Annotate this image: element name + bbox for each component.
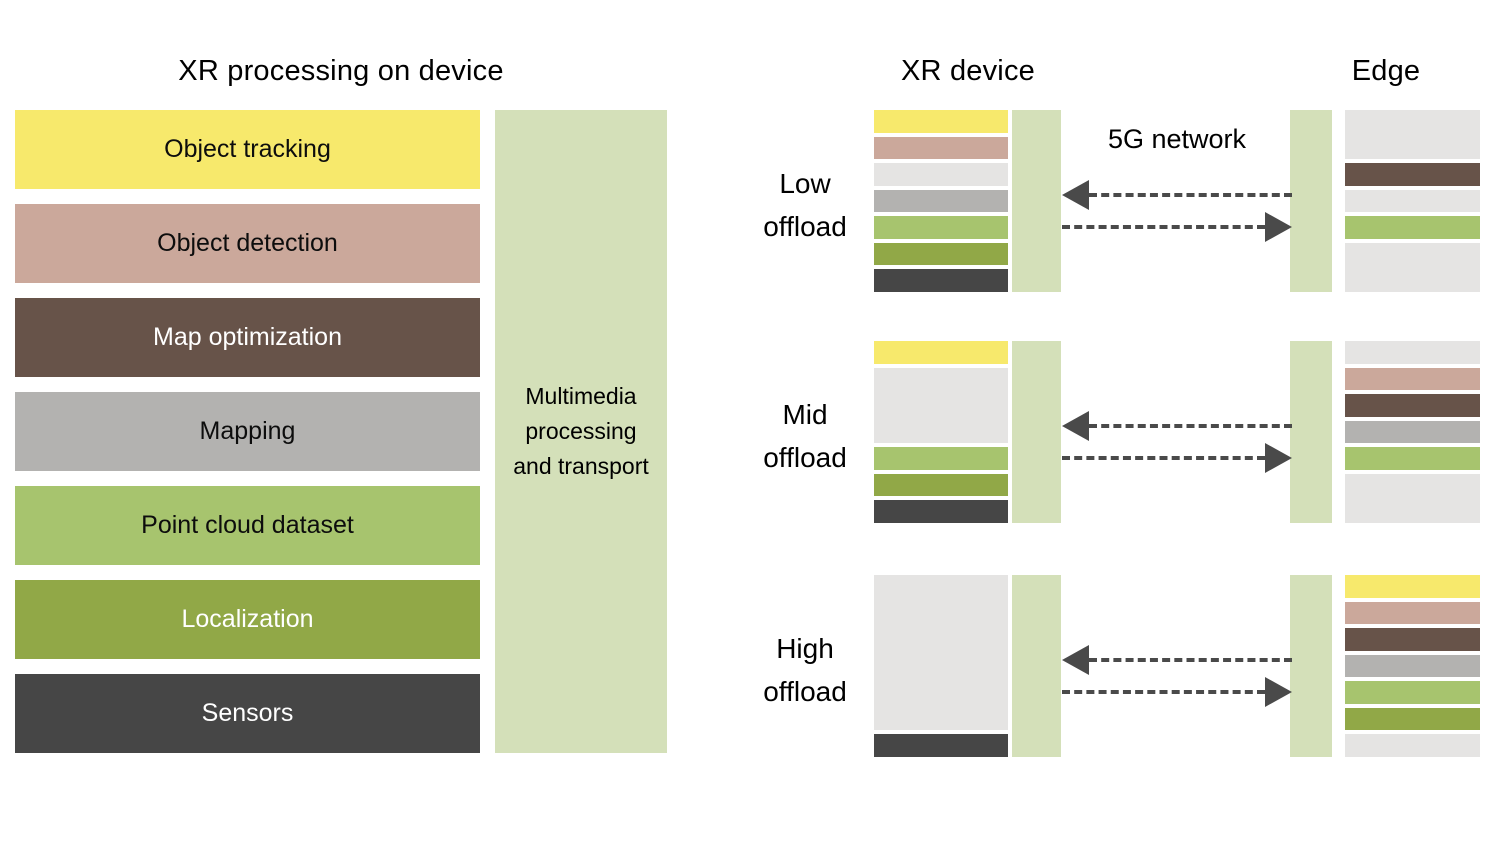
task-label-object-tracking: Object tracking bbox=[164, 135, 331, 163]
multimedia-processing-label: Multimedia processing and transport bbox=[513, 383, 649, 479]
dashed-line bbox=[1089, 424, 1292, 428]
low-offload-device-slot-empty bbox=[874, 163, 1008, 186]
mid-offload-device-slot-sensors bbox=[874, 500, 1008, 523]
task-bar-map-optimization: Map optimization bbox=[15, 298, 480, 377]
mid-offload-edge-slot-point-cloud-dataset bbox=[1345, 447, 1480, 470]
low-offload-device-slot-localization bbox=[874, 242, 1008, 265]
high-offload-edge-slot-object-tracking bbox=[1345, 575, 1480, 598]
high-offload-arrow-to-edge bbox=[1062, 676, 1292, 708]
arrowhead-right-icon bbox=[1265, 212, 1292, 242]
task-label-map-optimization: Map optimization bbox=[153, 323, 342, 351]
low-offload-arrow-to-device bbox=[1062, 179, 1292, 211]
task-bar-point-cloud-dataset: Point cloud dataset bbox=[15, 486, 480, 565]
mid-offload-arrow-to-edge bbox=[1062, 442, 1292, 474]
mid-offload-edge-slot-mapping bbox=[1345, 420, 1480, 443]
low-offload-edge-slot-empty bbox=[1345, 242, 1480, 292]
task-bar-sensors: Sensors bbox=[15, 674, 480, 753]
scenario-label-mid-offload: Mid offload bbox=[725, 386, 885, 486]
low-offload-edge-slot-empty bbox=[1345, 110, 1480, 159]
task-label-point-cloud-dataset: Point cloud dataset bbox=[141, 511, 354, 539]
mid-offload-edge-transport-bar bbox=[1290, 341, 1332, 523]
low-offload-device-slot-object-detection bbox=[874, 136, 1008, 159]
high-offload-edge-slot-object-detection bbox=[1345, 601, 1480, 624]
high-offload-edge-slot-map-optimization bbox=[1345, 628, 1480, 651]
dashed-line bbox=[1089, 658, 1292, 662]
task-bar-object-tracking: Object tracking bbox=[15, 110, 480, 189]
mid-offload-arrow-to-device bbox=[1062, 410, 1292, 442]
high-offload-edge-slot-point-cloud-dataset bbox=[1345, 681, 1480, 704]
scenario-label-text: Mid offload bbox=[763, 399, 847, 473]
high-offload-edge-slot-mapping bbox=[1345, 654, 1480, 677]
scenario-label-text: Low offload bbox=[763, 168, 847, 242]
low-offload-edge-transport-bar bbox=[1290, 110, 1332, 292]
high-offload-device-slot-empty bbox=[874, 575, 1008, 730]
arrowhead-right-icon bbox=[1265, 677, 1292, 707]
scenario-label-high-offload: High offload bbox=[725, 620, 885, 720]
xr-device-title: XR device bbox=[901, 55, 1035, 87]
scenario-label-low-offload: Low offload bbox=[725, 155, 885, 255]
high-offload-edge-slot-empty bbox=[1345, 734, 1480, 757]
mid-offload-edge-slot-empty bbox=[1345, 473, 1480, 523]
low-offload-device-slot-point-cloud-dataset bbox=[874, 216, 1008, 239]
arrowhead-left-icon bbox=[1062, 645, 1089, 675]
arrowhead-left-icon bbox=[1062, 180, 1089, 210]
low-offload-device-slot-sensors bbox=[874, 269, 1008, 292]
high-offload-edge-slot-localization bbox=[1345, 707, 1480, 730]
low-offload-edge-slot-point-cloud-dataset bbox=[1345, 216, 1480, 239]
arrowhead-right-icon bbox=[1265, 443, 1292, 473]
task-label-mapping: Mapping bbox=[199, 417, 296, 445]
mid-offload-edge-slot-object-detection bbox=[1345, 367, 1480, 390]
low-offload-device-slot-object-tracking bbox=[874, 110, 1008, 133]
high-offload-device-slot-sensors bbox=[874, 734, 1008, 757]
dashed-line bbox=[1089, 193, 1292, 197]
mid-offload-device-slot-empty bbox=[874, 367, 1008, 443]
edge-title: Edge bbox=[1351, 55, 1421, 87]
mid-offload-device-slot-point-cloud-dataset bbox=[874, 447, 1008, 470]
low-offload-device-slot-mapping bbox=[874, 189, 1008, 212]
high-offload-arrow-to-device bbox=[1062, 644, 1292, 676]
mid-offload-device-slot-object-tracking bbox=[874, 341, 1008, 364]
low-offload-device-transport-bar bbox=[1012, 110, 1061, 292]
mid-offload-edge-slot-empty bbox=[1345, 341, 1480, 364]
multimedia-processing-bar: Multimedia processing and transport bbox=[495, 110, 667, 753]
dashed-line bbox=[1062, 456, 1265, 460]
high-offload-edge-transport-bar bbox=[1290, 575, 1332, 757]
task-bar-object-detection: Object detection bbox=[15, 204, 480, 283]
low-offload-arrow-to-edge bbox=[1062, 211, 1292, 243]
dashed-line bbox=[1062, 690, 1265, 694]
mid-offload-edge-slot-map-optimization bbox=[1345, 394, 1480, 417]
scenario-label-text: High offload bbox=[763, 633, 847, 707]
arrowhead-left-icon bbox=[1062, 411, 1089, 441]
mid-offload-device-transport-bar bbox=[1012, 341, 1061, 523]
dashed-line bbox=[1062, 225, 1265, 229]
task-label-localization: Localization bbox=[181, 605, 314, 633]
high-offload-device-transport-bar bbox=[1012, 575, 1061, 757]
5g-network-label: 5G network bbox=[1107, 124, 1247, 154]
task-label-object-detection: Object detection bbox=[157, 229, 338, 257]
mid-offload-device-slot-localization bbox=[874, 473, 1008, 496]
task-bar-localization: Localization bbox=[15, 580, 480, 659]
left-panel-title: XR processing on device bbox=[178, 55, 504, 87]
task-label-sensors: Sensors bbox=[201, 699, 294, 727]
low-offload-edge-slot-empty bbox=[1345, 189, 1480, 212]
task-bar-mapping: Mapping bbox=[15, 392, 480, 471]
low-offload-edge-slot-map-optimization bbox=[1345, 163, 1480, 186]
